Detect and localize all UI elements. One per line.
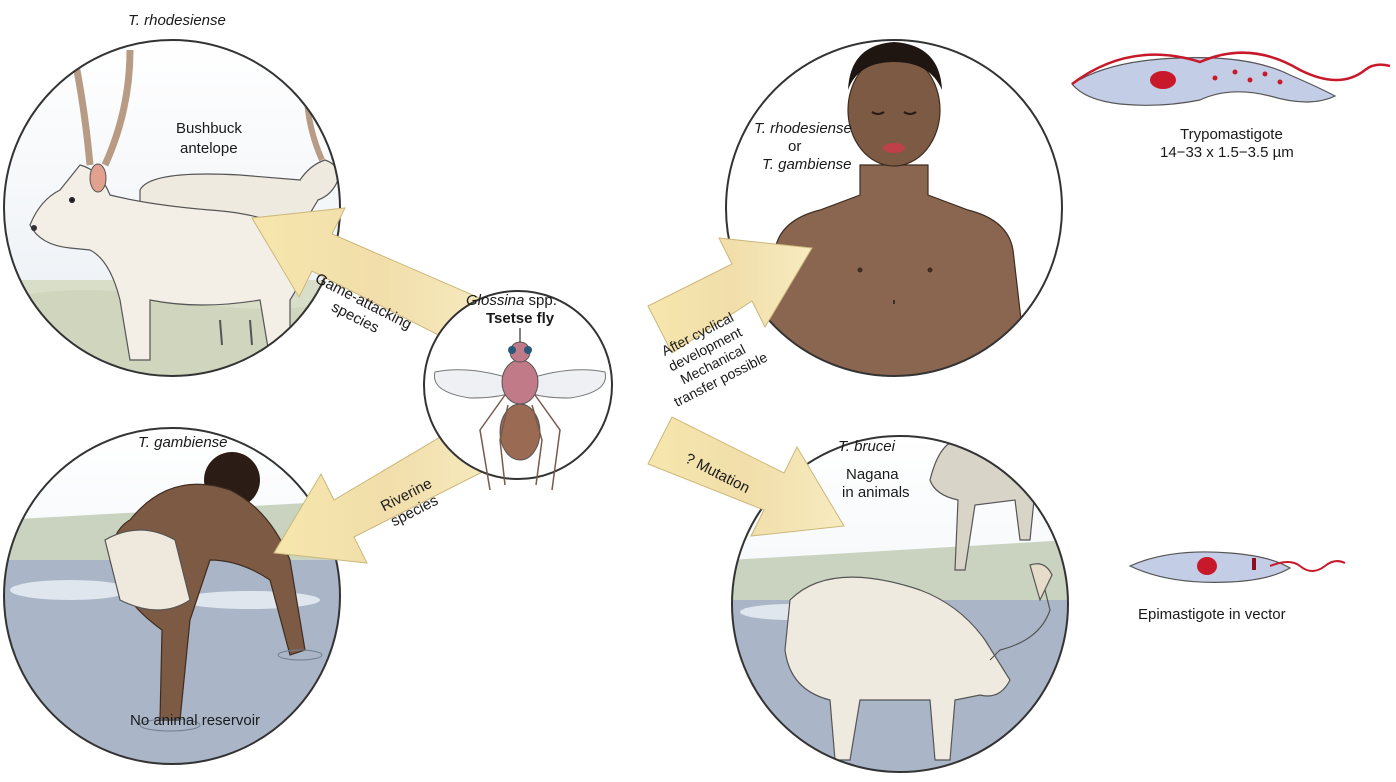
center-common-name: Tsetse fly xyxy=(486,310,554,328)
bushbuck-label-line2: antelope xyxy=(180,140,238,158)
center-genus-suffix: spp. xyxy=(529,292,557,309)
epimastigote-illustration xyxy=(1130,552,1345,582)
scene-top-right-connector: or xyxy=(788,138,801,156)
trypomastigote-name: Trypomastigote xyxy=(1180,126,1283,144)
scene-top-right-species-1: T. rhodesiense xyxy=(754,120,852,138)
scene-bottom-left-species: T. gambiense xyxy=(138,434,228,452)
trypomastigote-size: 14−33 x 1.5−3.5 µm xyxy=(1160,144,1294,162)
bushbuck-label-line1: Bushbuck xyxy=(176,120,242,138)
scene-top-right-species-2: T. gambiense xyxy=(762,156,852,174)
scene-bottom-left-caption: No animal reservoir xyxy=(130,712,260,730)
scene-top-left-species: T. rhodesiense xyxy=(128,12,226,30)
trypomastigote-illustration xyxy=(1072,53,1390,106)
center-genus: Glossina xyxy=(466,292,524,309)
nagana-label-line1: Nagana xyxy=(846,466,899,484)
arrow-to-animals xyxy=(648,417,844,536)
nagana-label-line2: in animals xyxy=(842,484,910,502)
center-genus-line: Glossina spp. xyxy=(466,292,557,310)
epimastigote-name: Epimastigote in vector xyxy=(1138,606,1286,624)
scene-bottom-right-species: T. brucei xyxy=(838,438,895,456)
scene-top-right xyxy=(726,40,1062,380)
